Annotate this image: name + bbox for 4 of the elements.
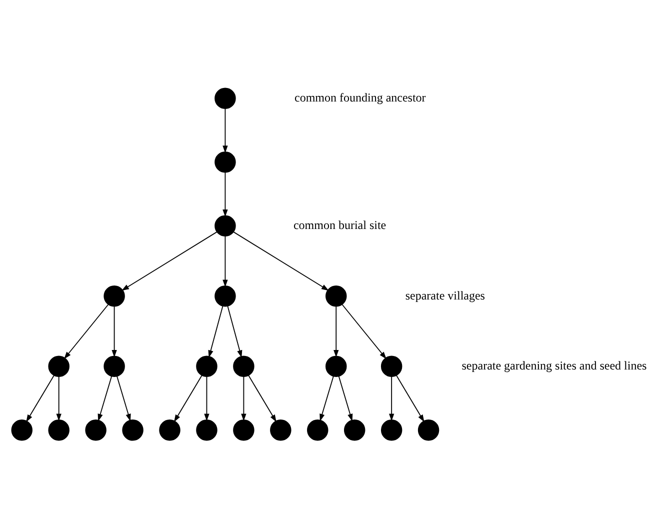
label: separate gardening sites and seed lines [462,358,647,372]
label: common burial site [293,218,386,232]
label: common founding ancestor [294,90,426,104]
label: separate villages [405,288,485,302]
